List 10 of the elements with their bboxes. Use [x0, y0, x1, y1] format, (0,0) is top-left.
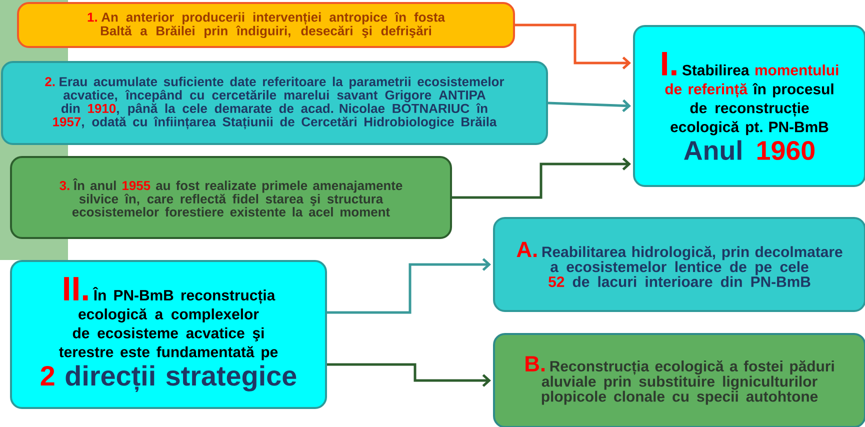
rounded-box: 2. Erau acumulate suficiente date referitoare la parametrii ecosistemelor acvatice, începând cu cercetările marelui savant Grigore ANTIPA din 1910, până la cele demarate de acad. Nicolae BOTNARIUC în 1957, odată cu înființarea Stațiunii de Cercetări Hidrobiologice Brăila	[1, 61, 548, 145]
arrow	[515, 24, 631, 70]
arrow	[327, 363, 491, 387]
rounded-box: A. Reabilitarea hidrologică, prin decolmatare a ecosistemelor lentice de pe cele 52 de lacuri interioare din PN-BmB	[493, 217, 865, 312]
rounded-box: B. Reconstrucția ecologică a fostei păduri aluviale prin substituire ligniculturilor plopicole clonale cu specii autohtone	[493, 333, 865, 427]
rounded-box: 3. În anul 1955 au fost realizate primele amenajamente silvice în, care reflectă fidel starea şi structura ecosistemelor forestiere existente la acel moment	[10, 156, 452, 239]
rounded-box: 1. An anterior producerii intervenției antropice în fosta Baltă a Brăilei prin îndiguiri, desecări şi defrişări	[17, 2, 516, 48]
arrow	[452, 158, 631, 199]
arrow	[548, 99, 631, 112]
arrow	[327, 258, 491, 314]
